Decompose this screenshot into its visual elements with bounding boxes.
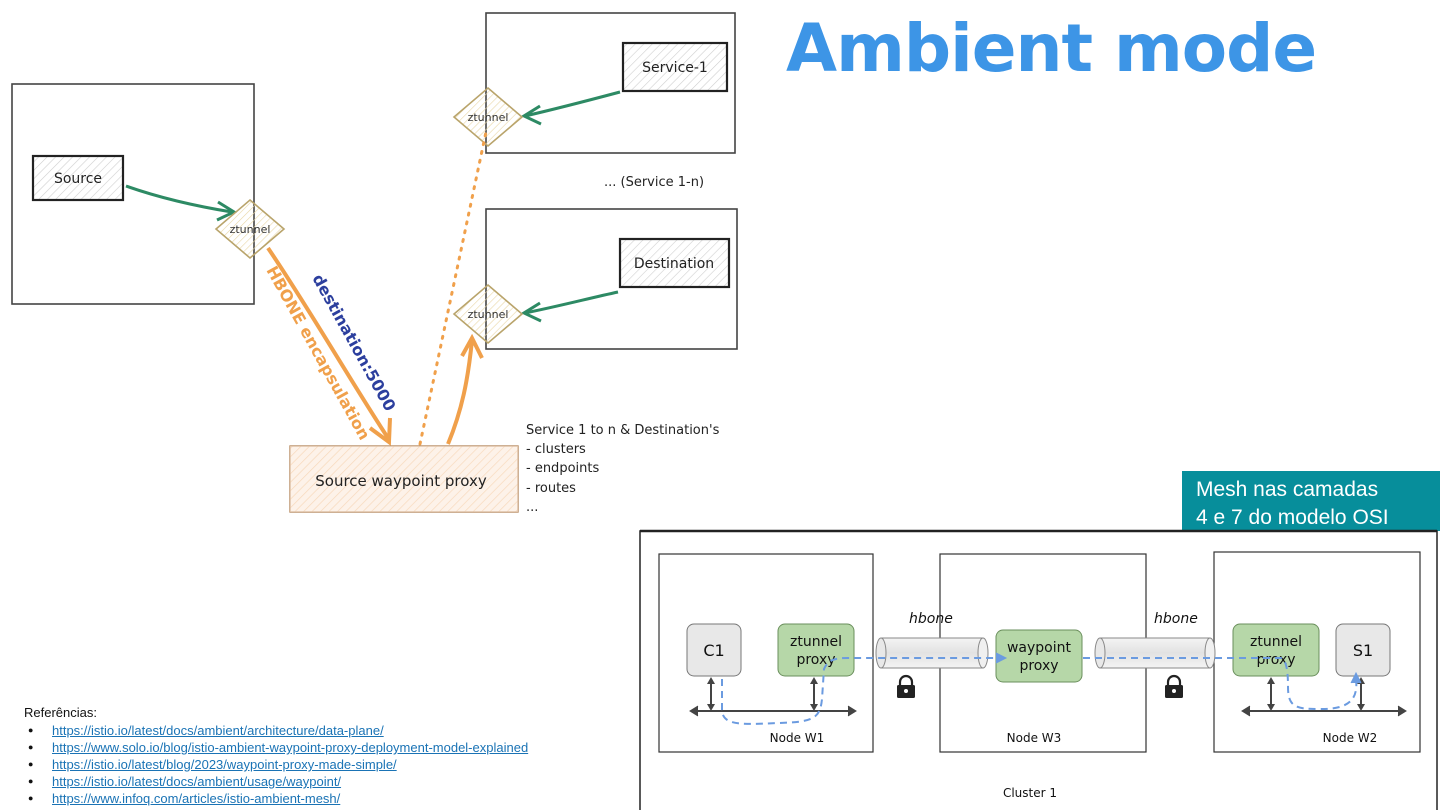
ztunnel-box-w1 xyxy=(777,623,855,677)
cluster-diagram: C1 ztunnel proxy Node W1 waypoint proxy … xyxy=(639,529,1438,810)
hbone-label-right: hbone xyxy=(1154,611,1198,627)
references-list: https://istio.io/latest/docs/ambient/arc… xyxy=(24,722,528,807)
destination-arrow xyxy=(524,290,619,315)
osi-callout: Mesh nas camadas 4 e 7 do modelo OSI xyxy=(1182,471,1440,531)
ztunnel-label-source: ztunnel xyxy=(230,223,271,236)
ztunnel-w2-line2: proxy xyxy=(1256,652,1295,668)
waypoint-box-fill xyxy=(290,446,518,512)
ztunnel-label-service: ztunnel xyxy=(468,111,509,124)
hbone-arrow xyxy=(266,246,390,440)
ztunnel-diamond-destination xyxy=(452,283,524,345)
cluster-label: Cluster 1 xyxy=(1003,786,1057,800)
traffic-path-left xyxy=(721,657,1003,725)
ztunnel-box-w2 xyxy=(1232,623,1320,677)
hbone-tube-right xyxy=(1099,637,1211,669)
destination-arrow-head xyxy=(520,301,542,323)
c1-label: C1 xyxy=(703,641,724,660)
service-n-label: ... (Service 1-n) xyxy=(604,175,704,190)
ztunnel-w2-line1: ztunnel xyxy=(1250,634,1302,650)
waypoint-box-w3 xyxy=(995,629,1083,683)
service-dotted-path xyxy=(418,130,488,446)
page-title: Ambient mode xyxy=(786,10,1317,87)
list-item: https://istio.io/latest/docs/ambient/usa… xyxy=(28,773,528,790)
references: Referências: https://istio.io/latest/doc… xyxy=(24,705,528,807)
service1-arrow xyxy=(524,90,621,118)
waypoint-w3-line1: waypoint xyxy=(1007,640,1072,656)
source-box xyxy=(31,154,125,202)
hbone-arrow-head xyxy=(368,417,392,446)
waypoint-label: Source waypoint proxy xyxy=(315,472,487,490)
ztunnel-diamond-source xyxy=(214,198,286,260)
hbone-label-left: hbone xyxy=(909,611,953,627)
service1-arrow-head xyxy=(520,104,542,126)
c1-box xyxy=(686,623,742,677)
reference-link[interactable]: https://www.solo.io/blog/istio-ambient-w… xyxy=(52,740,529,755)
traffic-path-right xyxy=(1083,657,1358,711)
ztunnel-diamond-service xyxy=(452,86,524,148)
reference-link[interactable]: https://istio.io/latest/docs/ambient/usa… xyxy=(52,774,342,789)
hbone-tube-left xyxy=(880,637,984,669)
node-w1-label: Node W1 xyxy=(770,731,825,745)
list-item: https://istio.io/latest/blog/2023/waypoi… xyxy=(28,756,528,773)
note-line-5: ... xyxy=(526,500,538,515)
list-item: https://www.infoq.com/articles/istio-amb… xyxy=(28,790,528,807)
waypoint-w3-line2: proxy xyxy=(1019,658,1058,674)
lock-icon xyxy=(897,674,915,698)
reference-link[interactable]: https://istio.io/latest/docs/ambient/arc… xyxy=(52,723,384,738)
ztunnel-w1-line1: ztunnel xyxy=(790,634,842,650)
reference-link[interactable]: https://istio.io/latest/blog/2023/waypoi… xyxy=(52,757,397,772)
callout-line-1: Mesh nas camadas xyxy=(1196,478,1379,501)
node-w2-label: Node W2 xyxy=(1323,731,1378,745)
ztunnel-w1-line2: proxy xyxy=(796,652,835,668)
service1-label: Service-1 xyxy=(642,60,708,76)
source-arrow xyxy=(125,184,233,214)
list-item: https://istio.io/latest/docs/ambient/arc… xyxy=(28,722,528,739)
note-line-3: - endpoints xyxy=(526,461,599,476)
destination-label: Destination xyxy=(634,256,714,272)
references-title: Referências: xyxy=(24,705,97,720)
destination-box xyxy=(618,237,731,289)
destination-orange-arrow-head xyxy=(460,333,484,359)
s1-label: S1 xyxy=(1353,641,1373,660)
reference-link[interactable]: https://www.infoq.com/articles/istio-amb… xyxy=(52,791,341,806)
ztunnel-label-destination: ztunnel xyxy=(468,308,509,321)
destination-container xyxy=(485,208,738,350)
note-line-1: Service 1 to n & Destination's xyxy=(526,423,720,438)
s1-box xyxy=(1335,623,1391,677)
source-arrow-head xyxy=(216,200,238,222)
service-container xyxy=(485,12,736,154)
destination-orange-arrow xyxy=(446,339,474,445)
source-container xyxy=(11,83,255,305)
note-line-2: - clusters xyxy=(526,442,586,457)
lock-icon xyxy=(1165,674,1183,698)
list-item: https://www.solo.io/blog/istio-ambient-w… xyxy=(28,739,529,756)
service1-box xyxy=(621,41,729,93)
note-line-4: - routes xyxy=(526,481,576,496)
node-w3-label: Node W3 xyxy=(1007,731,1062,745)
source-label: Source xyxy=(54,171,102,187)
sketch-diagram: Source ztunnel Service-1 ztunnel ... (Se… xyxy=(11,12,738,515)
callout-line-2: 4 e 7 do modelo OSI xyxy=(1196,506,1389,529)
